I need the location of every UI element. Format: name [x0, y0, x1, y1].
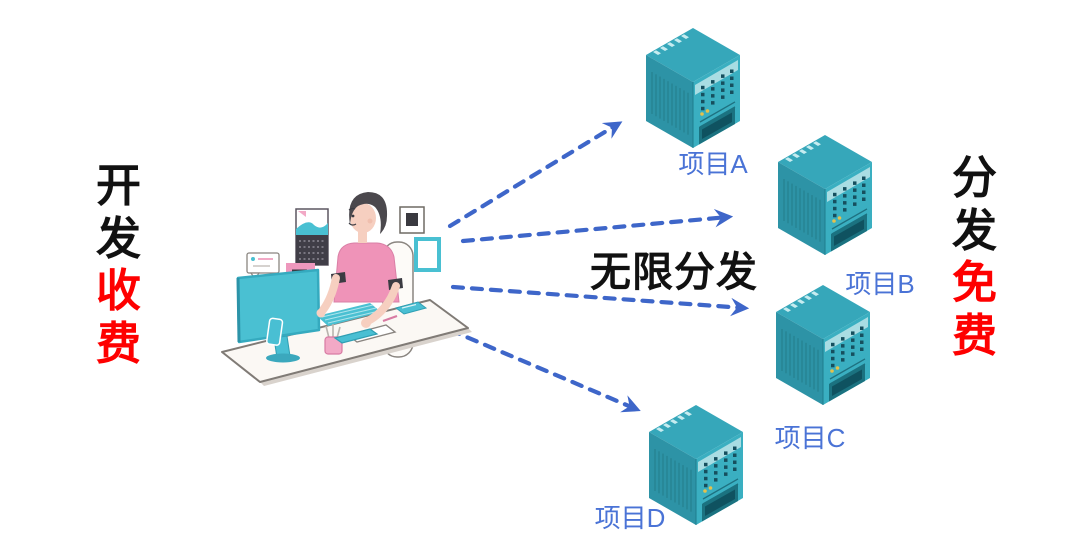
left-caption: 开发收费: [96, 160, 141, 371]
right-caption-black: 分发: [952, 152, 998, 256]
keyboard-icon: [317, 303, 381, 326]
arms: [319, 274, 400, 325]
server-d-label: 项目D: [594, 503, 666, 533]
arrow-to-project-a: [447, 121, 623, 229]
wall-frame-icon: [399, 206, 425, 234]
pen-cup-icon: [324, 324, 343, 355]
wall-chart-poster-icon: [295, 208, 329, 266]
monitor-icon: [236, 268, 321, 363]
left-caption-black: 开发: [96, 160, 142, 264]
flow-label: 无限分发: [590, 249, 758, 295]
speech-card-icon: [246, 252, 280, 281]
server-c-icon: [775, 284, 871, 406]
server-b-icon: [777, 134, 873, 256]
server-b-label: 项目B: [845, 269, 915, 299]
server-c-label: 项目C: [774, 423, 846, 453]
developer-at-desk-illustration: [221, 192, 472, 386]
phone-icon: [266, 317, 284, 346]
right-caption-red: 免费: [952, 257, 998, 361]
notepad-icon: [382, 301, 428, 323]
arrow-to-project-d: [447, 327, 641, 413]
server-a-label: 项目A: [678, 149, 748, 179]
server-a-icon: [645, 27, 741, 149]
arrow-to-project-b: [460, 208, 734, 244]
books-icon: [333, 324, 397, 344]
left-caption-red: 收费: [96, 265, 142, 369]
right-caption: 分发免费: [952, 152, 997, 363]
distribution-arrows: [447, 121, 750, 413]
teal-frame-icon: [414, 237, 441, 272]
arrow-to-project-c: [450, 284, 750, 317]
